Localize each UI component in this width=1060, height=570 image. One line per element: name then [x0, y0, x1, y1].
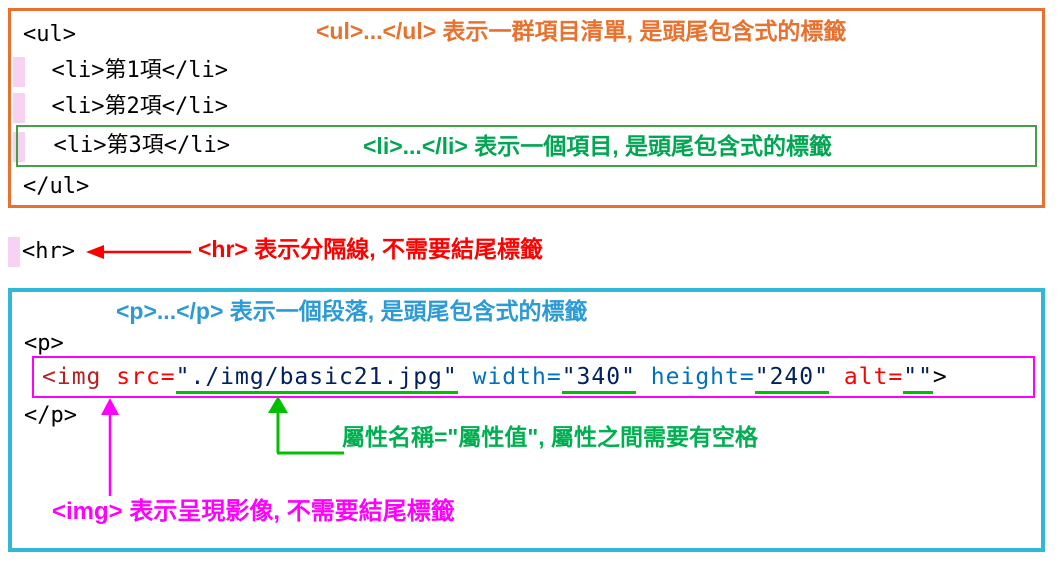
code-li-2: <li>第2項</li> [25, 94, 228, 119]
hr-annotation: <hr> 表示分隔線, 不需要結尾標籤 [198, 236, 544, 262]
code-p-open: <p> [24, 331, 64, 356]
img-callout-arrow-icon [101, 398, 119, 496]
li-annotation: <li>...</li> 表示一個項目, 是頭尾包含式的標籤 [363, 133, 833, 159]
img-tag-close: > [932, 364, 948, 390]
highlight-strip [8, 237, 20, 267]
img-attr-width-name: width= [457, 364, 562, 390]
img-highlight-box: <img src="./img/basic21.jpg" width="340"… [32, 356, 1035, 398]
code-li-1: <li>第1項</li> [25, 58, 228, 83]
highlight-strip [13, 93, 25, 123]
img-attr-width-value: "340" [561, 364, 636, 394]
hr-left-arrow-icon [86, 245, 191, 259]
code-ul-close: </ul> [23, 174, 90, 199]
attr-callout-arrow-icon [268, 396, 344, 455]
p-example-box: <p>...</p> 表示一個段落, 是頭尾包含式的標籤 <p> <img sr… [8, 288, 1045, 552]
ul-example-box: <ul> <ul>...</ul> 表示一群項目清單, 是頭尾包含式的標籤 <l… [8, 8, 1045, 208]
code-hr: <hr> [22, 239, 75, 264]
img-attr-src-name: src= [116, 364, 176, 390]
img-attr-height-name: height= [635, 364, 755, 390]
code-ul-open: <ul> [23, 22, 76, 47]
img-annotation: <img> 表示呈現影像, 不需要結尾標籤 [52, 498, 455, 525]
p-annotation: <p>...</p> 表示一個段落, 是頭尾包含式的標籤 [116, 298, 588, 324]
ul-annotation: <ul>...</ul> 表示一群項目清單, 是頭尾包含式的標籤 [316, 18, 847, 44]
img-attr-height-value: "240" [754, 364, 829, 394]
img-tag-open: <img [42, 364, 117, 390]
attr-annotation: 屬性名稱="屬性值", 屬性之間需要有空格 [342, 424, 759, 450]
code-li-3: <li>第3項</li> [27, 133, 230, 158]
highlight-strip [13, 57, 25, 87]
img-attr-alt-value: "" [903, 364, 933, 394]
img-attr-src-value: "./img/basic21.jpg" [175, 364, 458, 394]
code-p-close: </p> [24, 403, 77, 428]
code-img-line: <img src="./img/basic21.jpg" width="340"… [42, 363, 948, 394]
img-attr-alt-name: alt= [828, 364, 904, 390]
li-highlight-box: <li>第3項</li> <li>...</li> 表示一個項目, 是頭尾包含式… [16, 125, 1037, 167]
